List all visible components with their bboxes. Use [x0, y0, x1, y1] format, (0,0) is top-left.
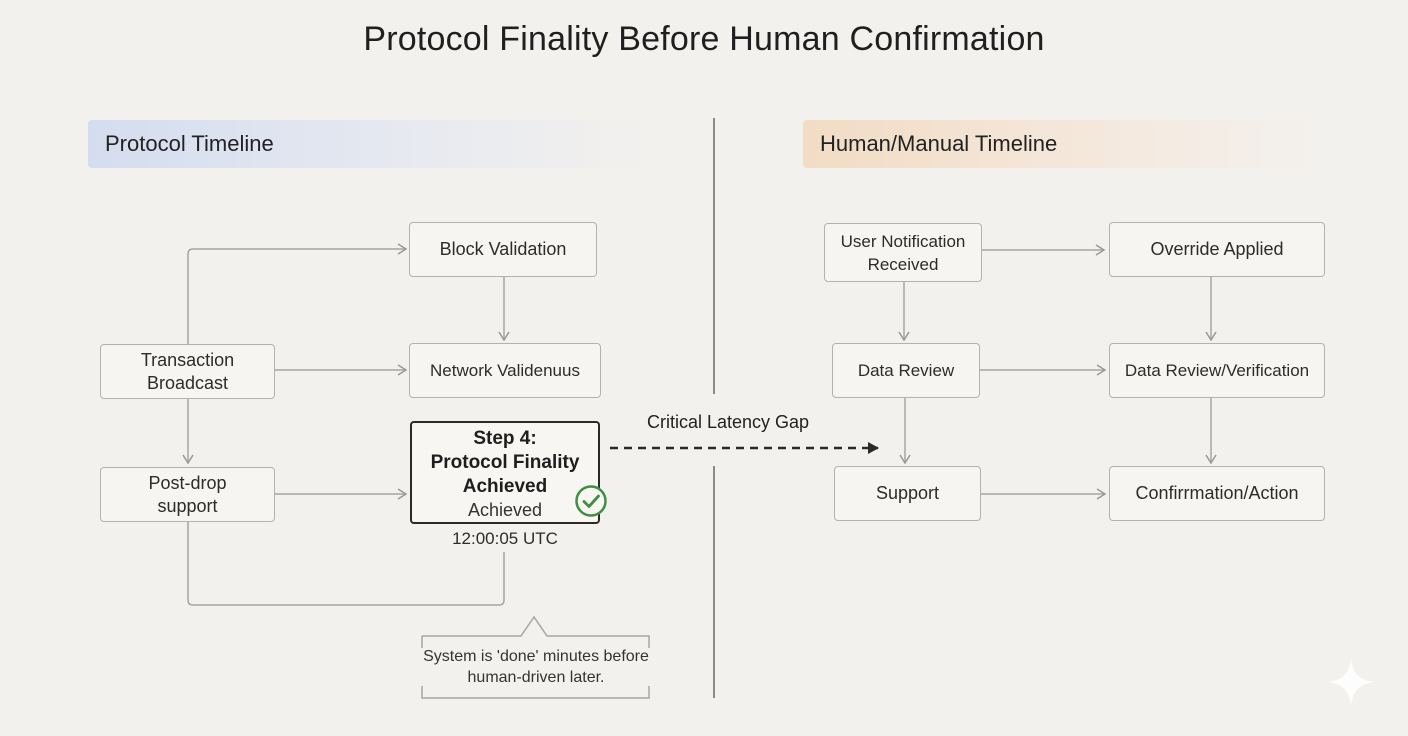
connector-loop-back [187, 522, 505, 606]
page-title: Protocol Finality Before Human Confirmat… [363, 20, 1045, 58]
finality-achieved-bold: Achieved [462, 476, 548, 497]
callout-bubble [421, 615, 650, 699]
timeline-divider-bottom [713, 466, 715, 698]
finality-timestamp: 12:00:05 UTC [452, 529, 558, 548]
callout-note: System is 'done' minutes before human-dr… [423, 648, 649, 686]
human-timeline-header: Human/Manual Timeline [803, 120, 1323, 168]
data-review-verification-node: Data Review/Verification [1109, 343, 1325, 398]
check-circle-icon [575, 485, 607, 517]
user-notification-node: User Notification Received [824, 223, 982, 282]
transaction-broadcast-node: Transaction Broadcast [100, 344, 275, 399]
protocol-timeline-header: Protocol Timeline [88, 120, 654, 168]
timeline-divider-top [713, 118, 715, 394]
finality-step-label: Step 4: [473, 428, 537, 449]
latency-gap-label: Critical Latency Gap [646, 412, 810, 432]
data-review-node: Data Review [832, 343, 980, 398]
network-validation-node: Network Validenuus [409, 343, 601, 398]
sparkle-icon [1327, 658, 1375, 706]
connector-broadcast-to-block [187, 249, 406, 344]
override-applied-node: Override Applied [1109, 222, 1325, 277]
support-node: Support [834, 466, 981, 521]
post-drop-support-node: Post-drop support [100, 467, 275, 522]
block-validation-node: Block Validation [409, 222, 597, 277]
finality-title: Protocol Finality [430, 452, 580, 473]
protocol-finality-node: Step 4: Protocol Finality Achieved Achie… [410, 421, 600, 524]
finality-achieved-label: Achieved [467, 500, 543, 520]
confirmation-action-node: Confirrmation/Action [1109, 466, 1325, 521]
